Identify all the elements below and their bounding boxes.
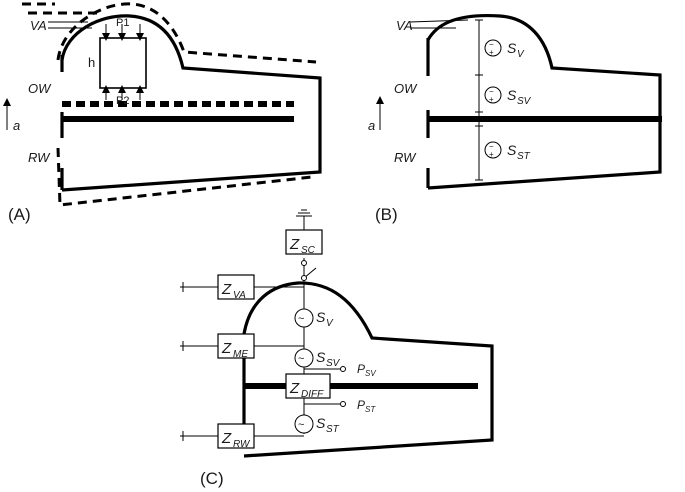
svg-text:−: − — [489, 40, 494, 49]
svg-text:S: S — [316, 309, 326, 325]
panel-b: −+ S V −+ S SV −+ S ST VA OW RW a (B) — [368, 13, 662, 224]
panel-c-pressure-st: P ST — [357, 398, 376, 414]
svg-text:ME: ME — [233, 349, 248, 360]
panel-b-cochlea-outline — [426, 13, 662, 190]
svg-text:−: − — [489, 87, 494, 96]
svg-text:S: S — [507, 87, 517, 103]
svg-text:S: S — [507, 142, 517, 158]
svg-text:P: P — [357, 362, 365, 376]
panel-b-source-sv: −+ S SV — [484, 86, 532, 107]
svg-text:VA: VA — [233, 290, 246, 301]
svg-text:S: S — [316, 349, 326, 365]
panel-b-ow-label: OW — [394, 81, 418, 96]
panel-a-displaced-outline — [56, 2, 317, 64]
svg-text:ST: ST — [326, 424, 340, 435]
svg-text:Z: Z — [221, 340, 232, 357]
svg-text:+: + — [489, 95, 494, 104]
panel-a-p2-label: P2 — [116, 95, 129, 107]
panel-a-pressure-box — [99, 37, 147, 89]
panel-c-label: (C) — [200, 469, 224, 488]
panel-a-label: (A) — [8, 205, 31, 224]
svg-text:DIFF: DIFF — [301, 389, 324, 400]
svg-text:S: S — [316, 415, 326, 431]
panel-a-p1-label: P1 — [116, 17, 129, 29]
svg-text:SV: SV — [365, 369, 376, 378]
panel-c-impedance-sc: Z SC — [285, 229, 323, 256]
panel-b-va-line-top — [409, 19, 469, 23]
panel-c-source-sv: ~ S SV — [294, 348, 341, 369]
panel-b-source-st: −+ S ST — [484, 141, 531, 162]
panel-a-va-label: VA — [30, 18, 47, 33]
panel-a-axis-label: a — [13, 118, 20, 133]
panel-b-axis-label: a — [368, 118, 375, 133]
svg-text:V: V — [326, 318, 334, 329]
panel-b-va-label: VA — [396, 18, 413, 33]
panel-a-input-dashes — [22, 2, 98, 15]
panel-a: h P1 P2 VA OW RW a (A) — [3, 2, 322, 224]
panel-c-source-v: ~ S V — [294, 308, 334, 329]
svg-text:SV: SV — [326, 358, 341, 369]
svg-text:+: + — [489, 150, 494, 159]
svg-text:−: − — [489, 142, 494, 151]
svg-text:ST: ST — [517, 151, 531, 162]
panel-c: Z SC Z VA Z ME Z — [180, 209, 494, 488]
panel-c-switch-node-2 — [301, 275, 307, 281]
svg-text:V: V — [517, 49, 525, 60]
panel-b-source-v: −+ S V — [484, 39, 525, 60]
svg-text:RW: RW — [233, 439, 251, 450]
panel-c-impedance-me: Z ME — [217, 333, 255, 360]
svg-text:SV: SV — [517, 96, 532, 107]
svg-text:~: ~ — [298, 353, 304, 365]
svg-text:Z: Z — [221, 430, 232, 447]
panel-a-ow-label: OW — [28, 81, 52, 96]
svg-text:+: + — [489, 48, 494, 57]
panel-c-pressure-sv: P SV — [357, 362, 376, 378]
panel-b-rw-label: RW — [394, 150, 417, 165]
svg-text:~: ~ — [298, 419, 304, 431]
panel-a-displaced-lower-wall — [56, 147, 313, 207]
panel-c-source-st: ~ S ST — [294, 414, 340, 435]
svg-text:S: S — [507, 40, 517, 56]
panel-c-psv-node — [340, 366, 346, 372]
svg-text:P: P — [357, 398, 365, 412]
svg-text:SC: SC — [301, 245, 316, 256]
panel-a-cochlea-outline — [60, 14, 322, 192]
panel-c-pst-node — [340, 401, 346, 407]
panel-c-impedance-diff: Z DIFF — [285, 373, 331, 400]
svg-text:Z: Z — [289, 236, 300, 253]
panel-c-switch-node-1 — [301, 260, 307, 266]
svg-text:Z: Z — [221, 281, 232, 298]
svg-text:ST: ST — [365, 405, 376, 414]
panel-c-cochlea-outline — [242, 281, 494, 458]
svg-text:Z: Z — [289, 380, 300, 397]
panel-c-impedance-va: Z VA — [217, 274, 255, 301]
panel-b-label: (B) — [375, 205, 398, 224]
panel-a-rw-label: RW — [28, 150, 51, 165]
panel-a-height-label: h — [88, 55, 95, 70]
panel-c-impedance-rw: Z RW — [217, 423, 255, 450]
svg-text:~: ~ — [298, 313, 304, 325]
